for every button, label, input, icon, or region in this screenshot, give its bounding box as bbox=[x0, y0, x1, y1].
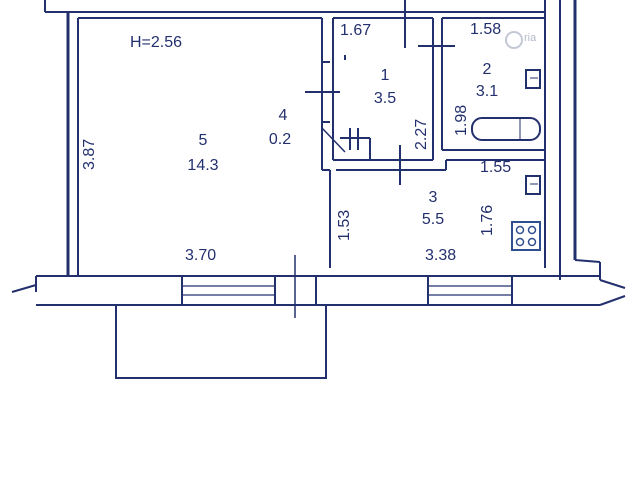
dimension-room1-height: 2.27 bbox=[413, 118, 430, 150]
room-4-area: 0.2 bbox=[268, 131, 292, 148]
dimension-room2-width: 1.58 bbox=[470, 21, 502, 38]
ceiling-height-label: H=2.56 bbox=[130, 34, 183, 51]
plan-walls bbox=[11, 0, 626, 379]
room-1-area: 3.5 bbox=[373, 90, 397, 107]
room-5-number: 5 bbox=[198, 132, 208, 149]
dimension-room5-height: 3.87 bbox=[81, 138, 98, 170]
room-1-number: 1 bbox=[380, 67, 390, 84]
dimension-corridor-height: 1.53 bbox=[336, 209, 353, 241]
room-2-area: 3.1 bbox=[475, 83, 499, 100]
dimension-room3-height: 1.76 bbox=[479, 204, 496, 236]
dimension-bottom-right: 3.38 bbox=[425, 247, 457, 264]
stove-icon bbox=[511, 221, 541, 251]
watermark-text: ria bbox=[524, 32, 537, 44]
room-2-number: 2 bbox=[482, 61, 492, 78]
watermark-logo-icon bbox=[505, 31, 523, 49]
room-3-area: 5.5 bbox=[421, 211, 445, 228]
dimension-room3-width: 1.55 bbox=[480, 159, 512, 176]
room-3-number: 3 bbox=[428, 189, 438, 206]
dimension-room2-height: 1.98 bbox=[453, 104, 470, 136]
room-4-number: 4 bbox=[278, 107, 288, 124]
room-5-area: 14.3 bbox=[187, 157, 219, 174]
dimension-room1-width: 1.67 bbox=[340, 22, 372, 39]
dimension-bottom-left: 3.70 bbox=[185, 247, 217, 264]
